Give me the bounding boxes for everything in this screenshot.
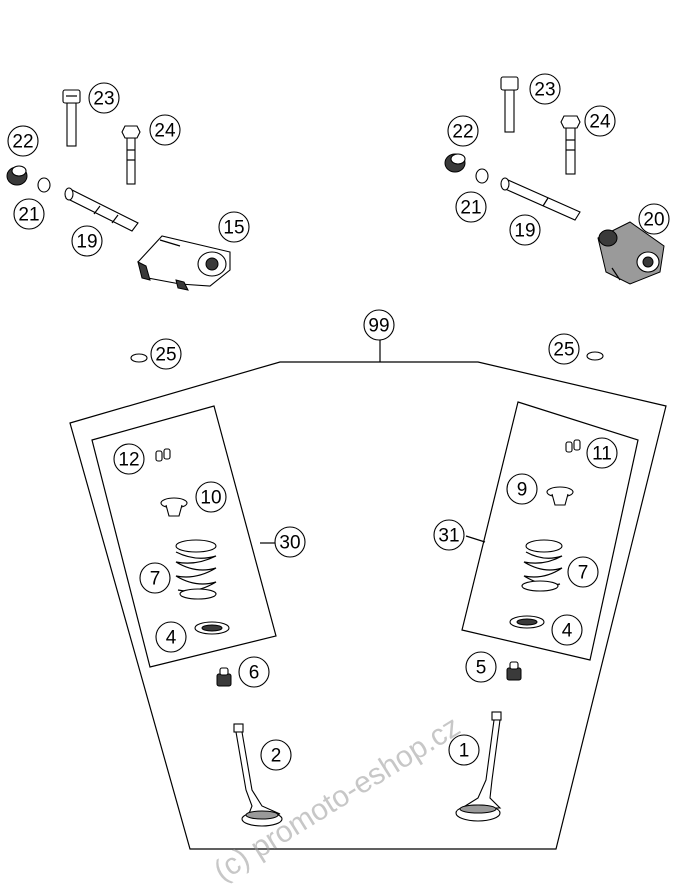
svg-text:19: 19: [514, 221, 535, 242]
svg-text:10: 10: [200, 488, 221, 509]
callout-24-left: 24: [149, 114, 181, 146]
plug-22-right: [444, 153, 466, 173]
kit-30-outline: [91, 405, 277, 668]
callout-12: 12: [113, 443, 145, 475]
valve-spring-7-right: [521, 539, 563, 592]
callout-20: 20: [638, 203, 670, 235]
svg-text:25: 25: [155, 345, 176, 366]
callout-7-left: 7: [139, 562, 171, 594]
callout-25-left: 25: [150, 338, 182, 370]
svg-text:99: 99: [368, 316, 389, 337]
callout-22-right: 22: [447, 115, 479, 147]
svg-text:7: 7: [578, 563, 589, 584]
callout-19-right: 19: [509, 214, 541, 246]
shaft-19-right: [500, 177, 581, 221]
bolt-24-right: [560, 115, 581, 175]
spring-retainer-10: [160, 497, 188, 517]
valve-2: [233, 723, 283, 827]
svg-text:22: 22: [12, 132, 33, 153]
callout-99: 99: [363, 309, 395, 341]
svg-text:19: 19: [76, 232, 97, 253]
callout-9: 9: [506, 473, 538, 505]
callout-23-left: 23: [88, 82, 120, 114]
svg-text:4: 4: [562, 621, 573, 642]
svg-text:15: 15: [223, 218, 244, 239]
svg-text:31: 31: [438, 526, 459, 547]
callout-7-right: 7: [567, 556, 599, 588]
callout-1: 1: [448, 734, 480, 766]
bolt-23-right: [500, 76, 519, 133]
callout-21-left: 21: [13, 198, 45, 230]
oring-21-left: [37, 177, 51, 193]
svg-text:9: 9: [517, 480, 528, 501]
callout-2: 2: [260, 739, 292, 771]
svg-text:7: 7: [150, 569, 161, 590]
svg-text:6: 6: [249, 663, 260, 684]
rocker-arm-15: [137, 235, 231, 291]
valve-seal-5: [506, 661, 522, 681]
shaft-19-left: [64, 187, 139, 232]
valve-1: [455, 711, 502, 822]
svg-text:21: 21: [460, 198, 481, 219]
kit-99-outline: [69, 361, 667, 850]
shim-25-right: [586, 351, 604, 361]
callout-21-right: 21: [455, 191, 487, 223]
callout-15: 15: [218, 211, 250, 243]
callout-4-right: 4: [551, 614, 583, 646]
svg-text:20: 20: [643, 210, 664, 231]
plug-22-left: [6, 165, 28, 186]
shim-25-left: [130, 353, 148, 363]
callout-10: 10: [195, 481, 227, 513]
kit-31-outline: [461, 401, 639, 661]
svg-text:24: 24: [589, 112, 611, 133]
spring-retainer-9: [546, 486, 574, 506]
valve-spring-7-left: [175, 539, 217, 600]
rocker-arm-20: [597, 221, 665, 285]
callout-30: 30: [274, 526, 306, 558]
svg-text:2: 2: [271, 746, 282, 767]
svg-text:30: 30: [279, 533, 300, 554]
collet-11: [565, 439, 581, 453]
svg-text:1: 1: [459, 741, 470, 762]
svg-text:4: 4: [166, 628, 177, 649]
callout-25-right: 25: [548, 333, 580, 365]
svg-text:11: 11: [592, 444, 612, 465]
svg-text:23: 23: [534, 80, 555, 101]
svg-text:21: 21: [18, 205, 39, 226]
svg-text:22: 22: [452, 122, 473, 143]
svg-text:5: 5: [476, 658, 487, 679]
callout-23-right: 23: [529, 73, 561, 105]
spring-seat-4-left: [194, 621, 230, 635]
leader-31: [465, 535, 486, 543]
spring-seat-4-right: [509, 615, 545, 629]
bolt-23-left: [62, 89, 81, 147]
bolt-24-left: [121, 125, 141, 185]
callout-22-left: 22: [7, 125, 39, 157]
svg-text:12: 12: [118, 450, 139, 471]
svg-text:25: 25: [553, 340, 574, 361]
callout-4-left: 4: [155, 621, 187, 653]
callout-31: 31: [433, 519, 465, 551]
watermark-text: (c) promoto-eshop.cz: [208, 710, 466, 888]
valve-seal-6: [216, 667, 232, 687]
svg-text:24: 24: [154, 121, 176, 142]
callout-19-left: 19: [71, 225, 103, 257]
oring-21-right: [475, 168, 489, 184]
collet-12: [155, 448, 171, 462]
callout-6: 6: [238, 656, 270, 688]
callout-5: 5: [465, 651, 497, 683]
svg-text:23: 23: [93, 89, 114, 110]
callout-11: 11: [586, 437, 618, 469]
callout-24-right: 24: [584, 105, 616, 137]
